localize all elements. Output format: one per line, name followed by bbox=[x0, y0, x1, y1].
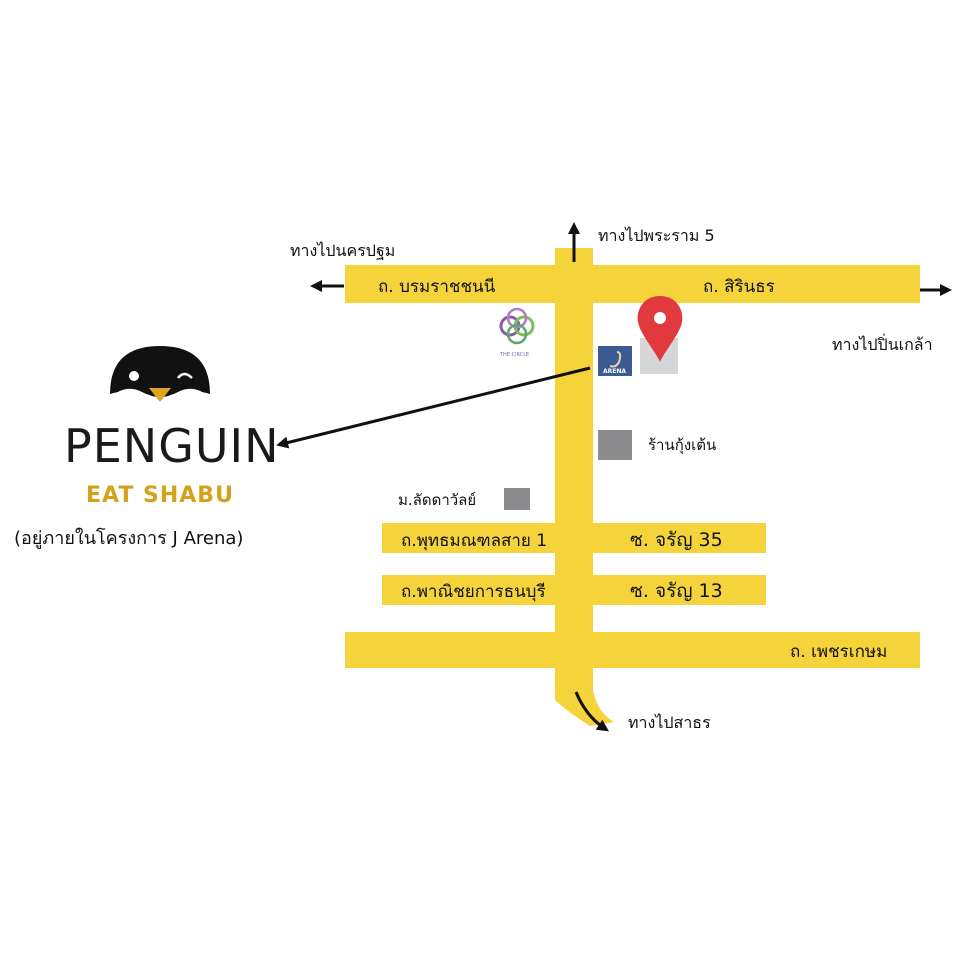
label-phanitchayakan: ถ.พาณิชยการธนบุรี bbox=[401, 582, 546, 602]
location-pin-icon bbox=[637, 296, 683, 362]
label-phutthamonthon: ถ.พุทธมณฑลสาย 1 bbox=[401, 531, 547, 551]
label-phetkasem: ถ. เพชรเกษม bbox=[790, 642, 887, 662]
road-phutthamonthon bbox=[382, 523, 766, 553]
label-to-pin-klao: ทางไปปิ่นเกล้า bbox=[832, 333, 933, 354]
label-to-rama-5: ทางไปพระราม 5 bbox=[598, 226, 715, 245]
label-j-arena: ARENA bbox=[603, 368, 626, 375]
label-charan-35: ซ. จรัญ 35 bbox=[630, 529, 723, 551]
label-to-nakhon-pathom: ทางไปนครปฐม bbox=[290, 241, 395, 260]
brand-name: PENGUIN bbox=[64, 419, 280, 473]
label-lat-tawan: ม.ลัดดาวัลย์ bbox=[398, 491, 476, 509]
road-main-vertical bbox=[555, 248, 614, 726]
road-phetkasem bbox=[345, 632, 920, 668]
label-sirindhorn: ถ. สิรินธร bbox=[703, 277, 775, 297]
label-borommaratchachonnani: ถ. บรมราชชนนี bbox=[378, 277, 496, 297]
arrow-icon bbox=[574, 691, 609, 732]
label-to-sathorn: ทางไปสาธร bbox=[628, 713, 711, 732]
j-arena-logo-icon: ARENA bbox=[598, 346, 632, 376]
brand-location-note: (อยู่ภายในโครงการ J Arena) bbox=[14, 527, 243, 549]
building-shrimp-shop bbox=[598, 430, 632, 460]
road-phanitchayakan bbox=[382, 575, 766, 605]
building-lat-tawan bbox=[504, 488, 530, 510]
penguin-logo-icon bbox=[110, 346, 210, 404]
label-charan-13: ซ. จรัญ 13 bbox=[630, 580, 723, 602]
the-circle-logo-icon bbox=[499, 307, 535, 345]
arrow-icon bbox=[276, 366, 591, 449]
label-shrimp-shop: ร้านกุ้งเต้น bbox=[648, 436, 716, 455]
brand-subtitle: EAT SHABU bbox=[86, 483, 234, 508]
label-the-circle: THE CIRCLE bbox=[499, 352, 529, 358]
road-borommaratchachonnani bbox=[345, 265, 920, 303]
